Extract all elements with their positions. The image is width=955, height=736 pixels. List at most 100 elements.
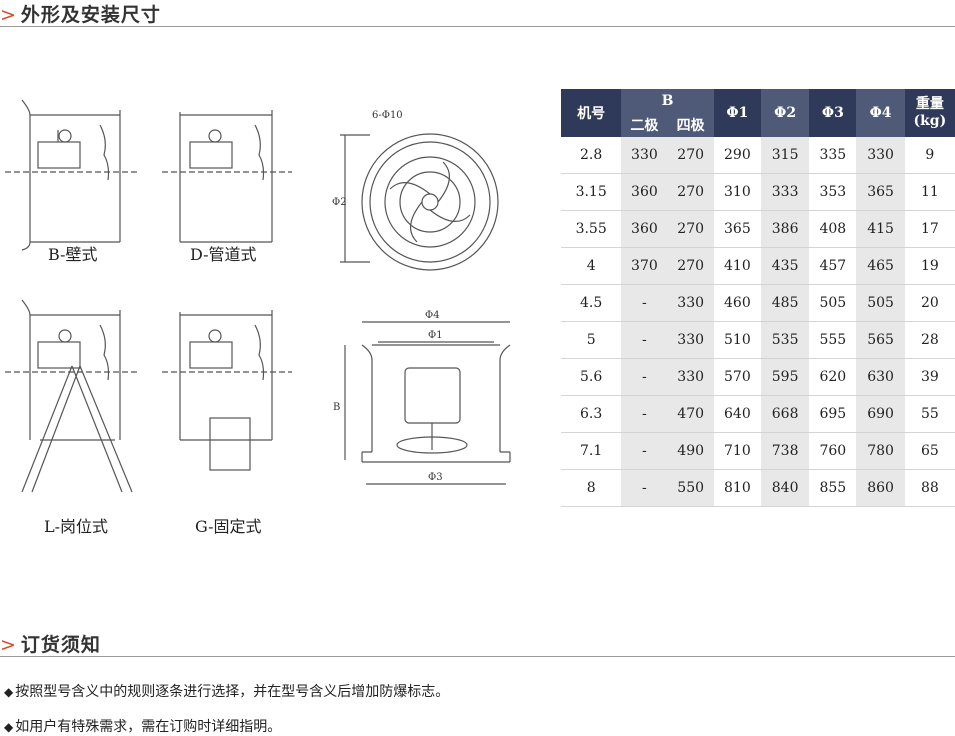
cell-weight: 28: [904, 321, 955, 359]
cell-two-pole: 370: [621, 247, 668, 285]
wall-mount-drawing: [5, 99, 140, 251]
cell-model: 6.3: [561, 395, 622, 433]
table-row: 5 - 330 510 535 555 565 28: [561, 321, 955, 359]
cell-weight: 20: [904, 284, 955, 322]
cell-phi1: 570: [713, 358, 761, 396]
holes-label: 6-Φ10: [372, 110, 403, 121]
cell-weight: 17: [904, 210, 955, 248]
cell-phi4: 690: [856, 395, 905, 433]
diamond-bullet-icon: ◆: [4, 720, 14, 734]
table-row: 8 - 550 810 840 855 860 88: [561, 469, 955, 507]
label-fixed-mount: G-固定式: [195, 517, 262, 536]
header-four-pole: 四极: [667, 113, 714, 137]
table-row: 3.55 360 270 365 386 408 415 17: [561, 210, 955, 248]
cell-model: 8: [561, 469, 622, 507]
cell-phi1: 310: [713, 173, 761, 211]
cell-phi3: 620: [809, 358, 857, 396]
cell-two-pole: -: [621, 469, 668, 507]
fan-side-view: [344, 321, 511, 485]
cell-phi2: 435: [761, 247, 810, 285]
label-wall-mount: B-壁式: [48, 245, 98, 264]
cell-four-pole: 270: [667, 173, 714, 211]
cell-phi2: 840: [761, 469, 810, 507]
cell-four-pole: 270: [667, 210, 714, 248]
cell-phi4: 860: [856, 469, 905, 507]
cell-four-pole: 330: [667, 358, 714, 396]
cell-two-pole: -: [621, 321, 668, 359]
cell-phi2: 535: [761, 321, 810, 359]
cell-two-pole: -: [621, 395, 668, 433]
header-b: B: [621, 89, 714, 113]
cell-phi1: 365: [713, 210, 761, 248]
cell-two-pole: 360: [621, 210, 668, 248]
table-row: 5.6 - 330 570 595 620 630 39: [561, 358, 955, 396]
cell-phi3: 760: [809, 432, 857, 470]
header-phi4: Φ4: [856, 89, 905, 137]
note-item: ◆如用户有特殊需求，需在订购时详细指明。: [4, 716, 281, 736]
cell-phi4: 365: [856, 173, 905, 211]
cell-four-pole: 550: [667, 469, 714, 507]
header-two-pole: 二极: [621, 113, 668, 137]
cell-four-pole: 270: [667, 137, 714, 174]
fixed-mount-drawing: [162, 310, 292, 471]
cell-weight: 9: [904, 137, 955, 174]
cell-phi3: 505: [809, 284, 857, 322]
cell-model: 7.1: [561, 432, 622, 470]
cell-two-pole: -: [621, 432, 668, 470]
label-duct-mount: D-管道式: [190, 245, 257, 264]
cell-four-pole: 470: [667, 395, 714, 433]
cell-phi3: 335: [809, 137, 857, 174]
phi3-label: Φ3: [428, 472, 443, 483]
header-weight: 重量 (kg): [904, 89, 955, 137]
cell-phi4: 465: [856, 247, 905, 285]
cell-model: 4.5: [561, 284, 622, 322]
table-row: 4.5 - 330 460 485 505 505 20: [561, 284, 955, 322]
cell-phi4: 415: [856, 210, 905, 248]
cell-two-pole: 360: [621, 173, 668, 211]
cell-phi2: 595: [761, 358, 810, 396]
header-weight-unit: (kg): [913, 113, 947, 129]
cell-model: 5: [561, 321, 622, 359]
cell-phi4: 630: [856, 358, 905, 396]
stand-mount-drawing: [5, 299, 140, 493]
cell-phi3: 457: [809, 247, 857, 285]
phi4-label: Φ4: [425, 310, 440, 321]
cell-two-pole: -: [621, 358, 668, 396]
cell-phi1: 810: [713, 469, 761, 507]
cell-phi2: 315: [761, 137, 810, 174]
cell-four-pole: 330: [667, 321, 714, 359]
header-weight-text: 重量: [915, 96, 944, 112]
cell-model: 3.55: [561, 210, 622, 248]
table-row: 7.1 - 490 710 738 760 780 65: [561, 432, 955, 470]
phi2-label: Φ2: [332, 197, 347, 208]
cell-four-pole: 330: [667, 284, 714, 322]
header-phi1: Φ1: [713, 89, 761, 137]
duct-mount-drawing: [162, 110, 292, 243]
table-row: 4 370 270 410 435 457 465 19: [561, 247, 955, 285]
cell-phi3: 353: [809, 173, 857, 211]
cell-phi1: 290: [713, 137, 761, 174]
cell-phi1: 410: [713, 247, 761, 285]
cell-four-pole: 490: [667, 432, 714, 470]
cell-phi1: 640: [713, 395, 761, 433]
phi1-label: Φ1: [428, 330, 443, 341]
section-title-text: 外形及安装尺寸: [20, 4, 161, 26]
cell-weight: 11: [904, 173, 955, 211]
note-text: 按照型号含义中的规则逐条进行选择，并在型号含义后增加防爆标志。: [15, 684, 450, 700]
cell-phi3: 695: [809, 395, 857, 433]
cell-weight: 19: [904, 247, 955, 285]
note-item: ◆按照型号含义中的规则逐条进行选择，并在型号含义后增加防爆标志。: [4, 681, 449, 701]
note-text: 如用户有特殊需求，需在订购时详细指明。: [15, 719, 282, 735]
cell-model: 4: [561, 247, 622, 285]
cell-model: 2.8: [561, 137, 622, 174]
cell-phi2: 668: [761, 395, 810, 433]
diamond-bullet-icon: ◆: [4, 685, 14, 699]
cell-phi2: 333: [761, 173, 810, 211]
cell-phi4: 505: [856, 284, 905, 322]
cell-weight: 65: [904, 432, 955, 470]
chevron-right-icon: >: [0, 4, 17, 26]
cell-phi2: 738: [761, 432, 810, 470]
cell-four-pole: 270: [667, 247, 714, 285]
chevron-right-icon: >: [0, 634, 17, 656]
cell-model: 3.15: [561, 173, 622, 211]
